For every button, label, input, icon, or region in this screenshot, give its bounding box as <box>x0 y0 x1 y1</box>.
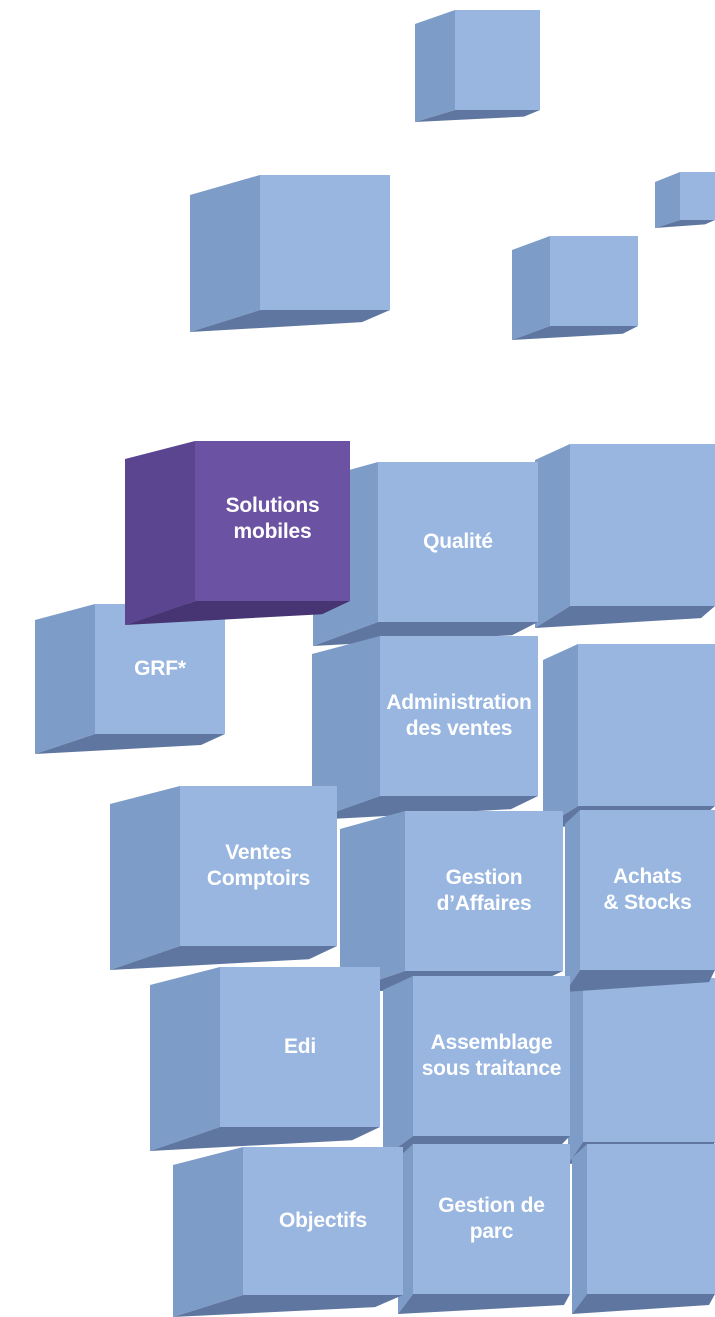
cube-side-face <box>568 978 583 1164</box>
cube-label: Gestion de parc <box>413 1144 570 1294</box>
floating-cube <box>512 236 638 340</box>
cube-front-face <box>578 644 715 806</box>
cube-label: Objectifs <box>243 1147 403 1295</box>
cube-front-face <box>583 978 715 1142</box>
cube-side-face <box>125 441 195 625</box>
cube-side-face <box>572 1144 587 1314</box>
cube-label: Assemblage sous traitance <box>413 976 570 1136</box>
cube-administration-des-ventes[interactable]: Administration des ventes <box>312 636 538 820</box>
cube-front-face <box>680 172 715 220</box>
cube-bottom-face <box>398 1294 570 1314</box>
background-cube <box>568 978 715 1164</box>
cube-edi[interactable]: Edi <box>150 967 380 1151</box>
cube-achats-stocks[interactable]: Achats & Stocks <box>565 810 715 992</box>
cube-side-face <box>543 644 578 828</box>
cube-side-face <box>35 604 95 754</box>
cube-grf[interactable]: GRF* <box>35 604 225 754</box>
cube-label: Administration des ventes <box>380 636 538 796</box>
cube-label: Ventes Comptoirs <box>180 786 337 946</box>
floating-cube <box>190 175 390 332</box>
cube-side-face <box>512 236 550 340</box>
cube-side-face <box>565 810 580 992</box>
cube-front-face <box>260 175 390 310</box>
cube-front-face <box>570 444 715 606</box>
background-cube <box>572 1144 715 1314</box>
cube-front-face <box>455 10 540 110</box>
cube-qualite[interactable]: Qualité <box>313 462 538 646</box>
cube-assemblage-sous-traitance[interactable]: Assemblage sous traitance <box>383 976 570 1158</box>
cube-label: Solutions mobiles <box>195 441 350 601</box>
cube-label: GRF* <box>95 604 225 734</box>
cube-side-face <box>173 1147 243 1317</box>
cube-bottom-face <box>572 1294 715 1314</box>
cube-bottom-face <box>565 970 715 992</box>
cube-label: Gestion d’Affaires <box>405 811 563 971</box>
cube-side-face <box>340 811 405 993</box>
cube-ventes-comptoirs[interactable]: Ventes Comptoirs <box>110 786 337 970</box>
cube-bottom-face <box>655 220 715 228</box>
cube-objectifs[interactable]: Objectifs <box>173 1147 403 1317</box>
cube-gestion-daffaires[interactable]: Gestion d’Affaires <box>340 811 563 993</box>
cube-solutions-mobiles[interactable]: Solutions mobiles <box>125 441 350 625</box>
cube-label: Achats & Stocks <box>580 810 715 970</box>
cube-side-face <box>655 172 680 228</box>
background-cube <box>535 444 715 628</box>
cube-label: Edi <box>220 967 380 1127</box>
cube-side-face <box>383 976 413 1158</box>
cube-label: Qualité <box>378 462 538 622</box>
cube-front-face <box>550 236 638 326</box>
floating-cube <box>655 172 715 228</box>
cube-front-face <box>587 1144 715 1294</box>
cube-side-face <box>150 967 220 1151</box>
cube-side-face <box>190 175 260 332</box>
cube-side-face <box>110 786 180 970</box>
floating-cube <box>415 10 540 122</box>
cube-side-face <box>535 444 570 628</box>
background-cube <box>543 644 715 828</box>
cube-gestion-de-parc[interactable]: Gestion de parc <box>398 1144 570 1314</box>
cube-side-face <box>415 10 455 122</box>
